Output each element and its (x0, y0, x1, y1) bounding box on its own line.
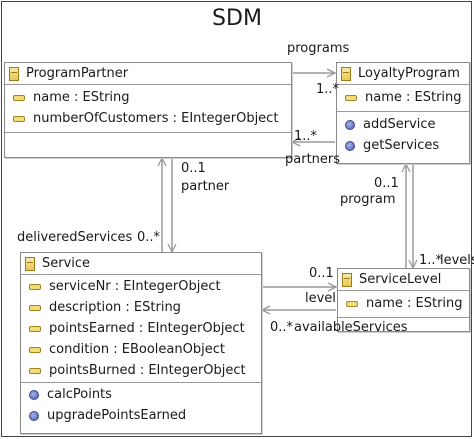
class-header: ProgramPartner (5, 63, 291, 85)
attribute-icon (345, 94, 357, 101)
class-name: Service (42, 256, 91, 271)
class-header: ServiceLevel (338, 269, 469, 291)
level-multiplicity-label: 0..1 (309, 266, 334, 281)
operation-icon (29, 389, 39, 400)
operation-label: addService (363, 117, 436, 132)
class-icon (25, 256, 35, 271)
class-icon (341, 66, 351, 81)
operation-icon (29, 410, 39, 421)
class-icon (342, 272, 352, 287)
attribute-label: name : EString (366, 296, 463, 311)
partners-multiplicity-label: 1..* (294, 129, 318, 144)
attribute-row[interactable]: name : EString (338, 293, 469, 314)
partners-role-label: partners (285, 152, 341, 167)
class-name: ProgramPartner (26, 66, 129, 81)
attribute-label: pointsEarned : EIntegerObject (49, 321, 245, 336)
class-header: Service (21, 253, 261, 275)
attribute-icon (29, 367, 41, 374)
class-name: LoyaltyProgram (358, 66, 460, 81)
level-role-label: level (305, 291, 336, 306)
attributes-section: name : EString (337, 85, 469, 112)
attribute-icon (29, 304, 41, 311)
operation-label: getServices (363, 138, 440, 153)
attribute-label: numberOfCustomers : EIntegerObject (33, 111, 279, 126)
program-multiplicity-label: 0..1 (374, 176, 399, 191)
attribute-label: serviceNr : EIntegerObject (49, 279, 221, 294)
attribute-icon (29, 283, 41, 290)
attribute-icon (29, 325, 41, 332)
attribute-label: pointsBurned : EIntegerObject (49, 363, 246, 378)
program-role-label: program (340, 192, 396, 207)
attribute-row[interactable]: description : EString (21, 297, 261, 318)
attribute-row[interactable]: name : EString (5, 87, 291, 108)
programs-multiplicity-label: 1..* (316, 82, 340, 97)
attribute-icon (346, 300, 358, 307)
operation-row[interactable]: getServices (337, 135, 469, 156)
delivered-services-role-label: deliveredServices (17, 230, 133, 245)
attributes-section: serviceNr : EIntegerObject description :… (21, 275, 261, 383)
class-loyalty-program[interactable]: LoyaltyProgram name : EString addService… (336, 62, 470, 164)
attribute-label: name : EString (33, 90, 130, 105)
attribute-row[interactable]: name : EString (337, 87, 469, 108)
attribute-label: description : EString (49, 300, 181, 315)
class-name: ServiceLevel (359, 272, 442, 287)
class-service-level[interactable]: ServiceLevel name : EString (337, 268, 470, 332)
diagram-title: SDM (212, 6, 262, 31)
delivered-services-multiplicity-label: 0..* (137, 230, 161, 245)
operation-row[interactable]: upgradePointsEarned (21, 405, 261, 426)
attribute-row[interactable]: serviceNr : EIntegerObject (21, 276, 261, 297)
operation-label: calcPoints (47, 387, 112, 402)
class-header: LoyaltyProgram (337, 63, 469, 85)
attribute-row[interactable]: pointsBurned : EIntegerObject (21, 360, 261, 381)
attributes-section: name : EString numberOfCustomers : EInte… (5, 85, 291, 133)
attributes-section: name : EString (338, 291, 469, 318)
attribute-row[interactable]: numberOfCustomers : EIntegerObject (5, 108, 291, 129)
attribute-label: name : EString (365, 90, 462, 105)
levels-role-label: levels (440, 253, 474, 268)
attribute-icon (13, 115, 25, 122)
operation-row[interactable]: addService (337, 114, 469, 135)
attribute-label: condition : EBooleanObject (49, 342, 225, 357)
partner-role-label: partner (181, 179, 230, 194)
levels-multiplicity-label: 1..* (419, 253, 443, 268)
attribute-icon (13, 94, 25, 101)
operation-label: upgradePointsEarned (47, 408, 187, 423)
operations-section (5, 133, 291, 152)
available-services-role-label: availableServices (294, 320, 408, 335)
operations-section: calcPoints upgradePointsEarned (21, 383, 261, 426)
attribute-icon (29, 346, 41, 353)
partner-multiplicity-label: 0..1 (181, 161, 206, 176)
available-services-multiplicity-label: 0..* (270, 320, 294, 335)
operation-icon (345, 140, 355, 151)
class-icon (9, 66, 19, 81)
class-service[interactable]: Service serviceNr : EIntegerObject descr… (20, 252, 262, 434)
class-program-partner[interactable]: ProgramPartner name : EString numberOfCu… (4, 62, 292, 158)
attribute-row[interactable]: condition : EBooleanObject (21, 339, 261, 360)
operation-icon (345, 119, 355, 130)
operations-section: addService getServices (337, 112, 469, 159)
attribute-row[interactable]: pointsEarned : EIntegerObject (21, 318, 261, 339)
programs-role-label: programs (287, 41, 350, 56)
operation-row[interactable]: calcPoints (21, 384, 261, 405)
